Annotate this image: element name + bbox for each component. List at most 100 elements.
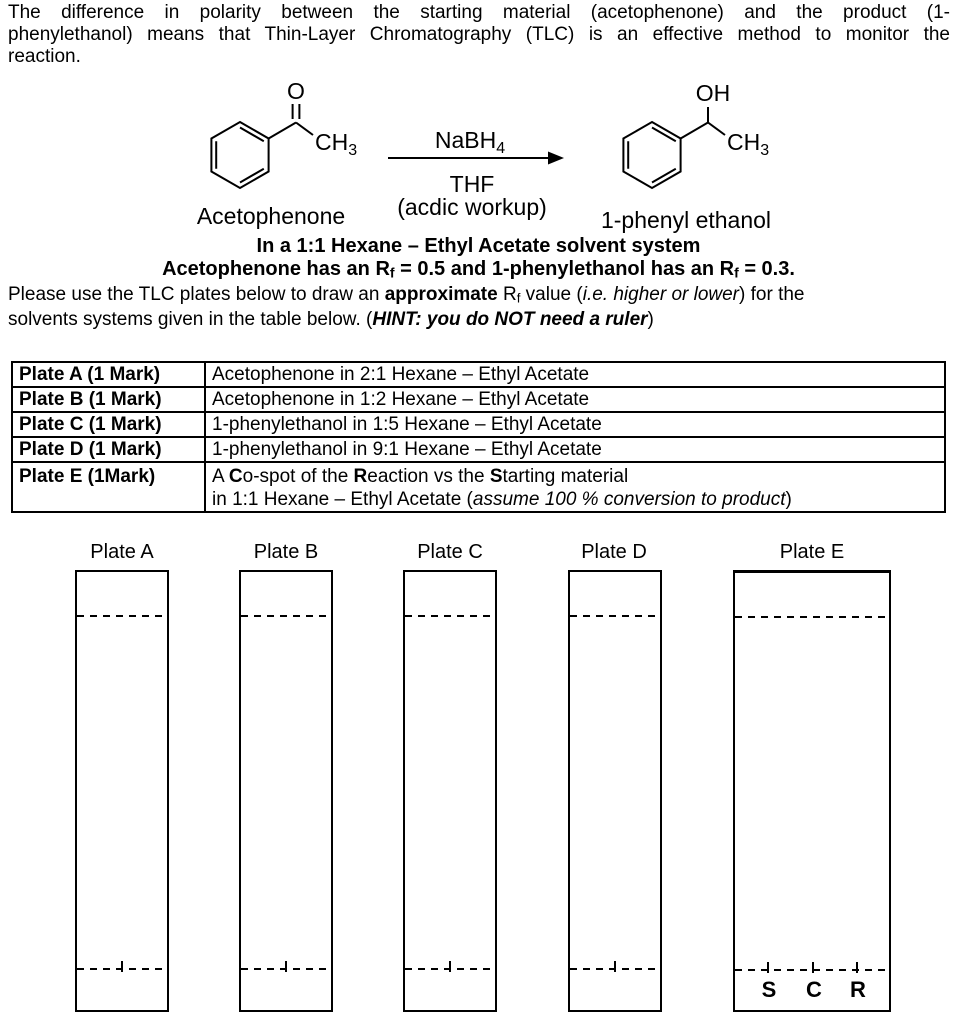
text-run: eaction vs the xyxy=(367,466,490,487)
reaction-scheme: O CH3 Acetophenone NaBH4 THF (acdic work… xyxy=(197,78,771,233)
row-description: Acetophenone in 1:2 Hexane – Ethyl Aceta… xyxy=(204,386,946,413)
text-run: tarting material xyxy=(502,466,629,487)
solvent-front-line xyxy=(570,615,660,617)
rf-subscript: f xyxy=(734,264,739,281)
rf-subscript: f xyxy=(389,264,395,281)
double-bond xyxy=(239,126,265,143)
statement-line-2: Acetophenone has an Rf = 0.5 and 1-pheny… xyxy=(0,258,957,285)
text-run: R xyxy=(497,284,517,305)
reagent-label: NaBH4 xyxy=(435,127,505,157)
spot-origin-tick xyxy=(449,961,451,972)
reaction-arrow xyxy=(388,151,564,165)
acetophenone-structure xyxy=(210,104,314,190)
text-run: A xyxy=(212,466,229,487)
row-label: Plate D (1 Mark) xyxy=(11,436,206,463)
benzene-ring xyxy=(622,120,682,190)
solvent-front-line xyxy=(241,615,331,617)
plate-a-label: Plate A xyxy=(90,541,154,563)
text-run: Acetophenone has an R xyxy=(162,258,390,280)
tlc-plate-c[interactable] xyxy=(403,570,497,1012)
rf-subscript: f xyxy=(516,290,521,306)
row-label: Plate C (1 Mark) xyxy=(11,411,206,438)
table-row: Plate C (1 Mark) 1-phenylethanol in 1:5 … xyxy=(11,411,946,438)
italic-run: assume 100 % conversion to product xyxy=(472,489,786,510)
solvent-front-line xyxy=(735,616,889,618)
bond-ring-ch xyxy=(680,121,709,140)
phenylethanol-structure xyxy=(622,107,726,190)
spot-origin-tick-r xyxy=(856,962,858,973)
bond-ch-methyl xyxy=(707,121,726,136)
table-row: Plate B (1 Mark) Acetophenone in 1:2 Hex… xyxy=(11,386,946,413)
methyl-group-label: CH3 xyxy=(315,129,357,159)
bold-letter: R xyxy=(353,466,368,487)
spot-origin-tick xyxy=(614,961,616,972)
table-row: Plate A (1 Mark) Acetophenone in 2:1 Hex… xyxy=(11,361,946,388)
text-run: ) xyxy=(785,489,792,510)
bold-letter: S xyxy=(489,466,503,487)
text-run: Please use the TLC plates below to draw … xyxy=(8,284,385,305)
double-bond xyxy=(239,167,265,184)
table-row: Plate D (1 Mark) 1-phenylethanol in 9:1 … xyxy=(11,436,946,463)
tlc-plate-b[interactable] xyxy=(239,570,333,1012)
benzene-ring xyxy=(210,120,270,190)
plate-e-label: Plate E xyxy=(779,541,845,563)
reactant-name: Acetophenone xyxy=(197,203,345,229)
intro-paragraph: The difference in polarity between the s… xyxy=(8,2,950,68)
plate-marks-table: Plate A (1 Mark) Acetophenone in 2:1 Hex… xyxy=(11,361,946,513)
solvent-label: THF xyxy=(450,171,495,197)
tlc-plate-e[interactable]: S C R xyxy=(733,570,891,1012)
text-run: in 1:1 Hexane – Ethyl Acetate ( xyxy=(212,489,473,510)
table-row: Plate E (1Mark) A Co-spot of the Reactio… xyxy=(11,461,946,513)
hydroxyl-group-label: OH xyxy=(696,80,731,106)
solvent-front-line xyxy=(405,615,495,617)
intro-line-1: The difference in polarity between the s… xyxy=(8,2,950,23)
spot-origin-tick-c xyxy=(812,962,814,973)
double-bond xyxy=(651,126,677,143)
workup-label: (acdic workup) xyxy=(397,194,547,220)
approximate-bold: approximate xyxy=(384,284,498,305)
spot-label-r: R xyxy=(850,977,866,1002)
product-name: 1-phenyl ethanol xyxy=(601,207,771,233)
text-run: o-spot of the xyxy=(242,466,354,487)
row-label: Plate E (1Mark) xyxy=(11,461,206,513)
instructions: Please use the TLC plates below to draw … xyxy=(8,284,950,331)
bond-carbonyl-methyl xyxy=(295,121,314,136)
arrow-head xyxy=(548,151,564,165)
row-label: Plate A (1 Mark) xyxy=(11,361,206,388)
plate-c-label: Plate C xyxy=(417,541,483,563)
spot-origin-tick xyxy=(285,961,287,972)
row-label: Plate B (1 Mark) xyxy=(11,386,206,413)
plate-d-label: Plate D xyxy=(581,541,647,563)
tlc-plate-a[interactable] xyxy=(75,570,169,1012)
oxygen-atom-label: O xyxy=(287,78,305,104)
italic-run: i.e. higher or lower xyxy=(582,284,740,305)
row-e-line-1: A Co-spot of the Reaction vs the Startin… xyxy=(212,465,944,488)
spot-origin-tick-s xyxy=(767,962,769,973)
statement-line-1: In a 1:1 Hexane – Ethyl Acetate solvent … xyxy=(256,235,701,257)
spot-label-s: S xyxy=(761,977,777,1002)
text-run: = 0.3. xyxy=(738,258,795,280)
row-description: Acetophenone in 2:1 Hexane – Ethyl Aceta… xyxy=(204,361,946,388)
bond-ring-carbonyl xyxy=(268,121,297,140)
solvent-system-statement: In a 1:1 Hexane – Ethyl Acetate solvent … xyxy=(0,235,957,285)
hint-bold-italic: HINT: you do NOT need a ruler xyxy=(372,309,648,331)
bold-letter: C xyxy=(228,466,243,487)
double-bond xyxy=(651,167,677,184)
intro-line-3: reaction. xyxy=(8,46,81,67)
row-description: 1-phenylethanol in 1:5 Hexane – Ethyl Ac… xyxy=(204,411,946,438)
row-e-line-2: in 1:1 Hexane – Ethyl Acetate (assume 10… xyxy=(212,488,944,511)
spot-origin-tick xyxy=(121,961,123,972)
intro-line-2: phenylethanol) means that Thin-Layer Chr… xyxy=(8,24,950,45)
text-run: solvents systems given in the table belo… xyxy=(8,309,373,331)
solvent-front-line xyxy=(77,615,167,617)
instructions-line-1: Please use the TLC plates below to draw … xyxy=(8,284,950,309)
text-run: ) for the xyxy=(739,284,805,305)
methyl-group-label: CH3 xyxy=(727,129,769,159)
text-run: ) xyxy=(647,309,654,331)
plate-b-label: Plate B xyxy=(253,541,319,563)
tlc-plate-d[interactable] xyxy=(568,570,662,1012)
row-description: 1-phenylethanol in 9:1 Hexane – Ethyl Ac… xyxy=(204,436,946,463)
spot-label-c: C xyxy=(806,977,822,1002)
row-description: A Co-spot of the Reaction vs the Startin… xyxy=(204,461,946,513)
